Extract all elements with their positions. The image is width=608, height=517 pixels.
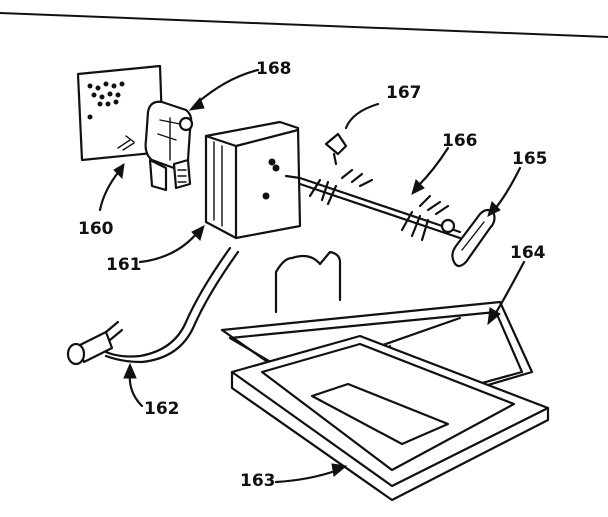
label-160: 160 [78, 219, 114, 239]
part-166-spit-rod-with-forks [298, 168, 462, 242]
part-162-power-cord [66, 246, 240, 366]
leader-167 [344, 102, 380, 130]
leader-164 [492, 260, 526, 318]
label-164: 164 [510, 243, 546, 263]
part-labels: 168 167 166 165 164 160 161 162 163 [78, 59, 548, 491]
part-163-drip-pan [230, 334, 550, 502]
leader-lines [98, 68, 526, 484]
leader-166 [416, 146, 450, 188]
label-168: 168 [256, 59, 292, 79]
label-166: 166 [442, 131, 478, 151]
label-167: 167 [386, 83, 422, 103]
leader-160 [98, 168, 122, 212]
page-edge-line [0, 12, 608, 38]
label-162: 162 [144, 399, 180, 419]
part-161-motor-housing [204, 120, 302, 240]
label-163: 163 [240, 471, 276, 491]
leader-168 [194, 68, 260, 106]
leader-165 [492, 166, 522, 212]
part-168-motor-bracket [144, 100, 194, 192]
leader-161 [138, 230, 200, 264]
label-161: 161 [106, 255, 142, 275]
label-165: 165 [512, 149, 548, 169]
part-167-thumb-screw [324, 132, 348, 166]
leader-163 [274, 468, 340, 484]
